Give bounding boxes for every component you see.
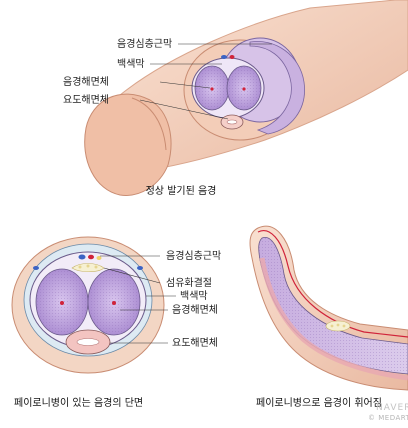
dorsal-artery-section bbox=[88, 254, 94, 260]
tube-band bbox=[249, 41, 305, 135]
artery-dot-left-top bbox=[210, 87, 214, 91]
glans bbox=[84, 93, 172, 196]
caption-bottom-right: 페이로니병으로 음경이 휘어짐 bbox=[256, 396, 382, 409]
plaque-nodule-3 bbox=[94, 265, 98, 269]
leader-cavernosum-top bbox=[159, 81, 211, 89]
label-muscle-layer-top: 음경심층근막 bbox=[117, 37, 172, 50]
side-vessel-right bbox=[137, 266, 143, 270]
leader-spongiosum-top bbox=[139, 99, 229, 120]
urethra-section bbox=[76, 338, 100, 346]
dorsal-nerve-section bbox=[96, 256, 102, 260]
label-muscle-layer-section: 음경심층근막 bbox=[166, 249, 221, 262]
urethra-top bbox=[226, 119, 238, 125]
label-cavernosum-top: 음경해면체 bbox=[63, 75, 109, 88]
bottom-left-cross-section: 음경심층근막 섬유화결절 백색막 음경해면체 요도해면체 페이로니병이 있는 음… bbox=[11, 236, 221, 409]
top-illustration: 음경심층근막 백색막 음경해면체 요도해면체 정상 발기된 음경 bbox=[63, 0, 408, 197]
curved-plaque-nodule-3 bbox=[342, 324, 346, 328]
watermark: NAVER © MEDART bbox=[368, 403, 408, 422]
artery-dot-right bbox=[112, 301, 116, 305]
plaque-nodule-2 bbox=[86, 264, 90, 268]
foreskin-ridge bbox=[131, 97, 167, 151]
curved-plaque-nodule-2 bbox=[336, 323, 340, 327]
label-spongiosum-top: 요도해면체 bbox=[63, 93, 109, 106]
leader-plaque-section bbox=[103, 267, 161, 284]
caption-top: 정상 발기된 음경 bbox=[146, 184, 217, 197]
label-spongiosum-section: 요도해면체 bbox=[172, 336, 218, 349]
caption-bottom-left: 페이로니병이 있는 음경의 단면 bbox=[14, 396, 143, 409]
watermark-sub: © MEDART bbox=[368, 414, 408, 422]
dorsal-vein-top bbox=[221, 55, 227, 59]
dorsal-artery-top bbox=[229, 55, 235, 59]
watermark-brand: NAVER bbox=[376, 403, 408, 413]
curved-urethra-band bbox=[259, 257, 408, 381]
label-plaque-section: 섬유화결절 bbox=[166, 276, 212, 289]
dorsal-vein-section bbox=[78, 254, 86, 260]
label-tunica-top: 백색막 bbox=[117, 58, 145, 70]
side-vessel-left bbox=[33, 266, 39, 270]
curved-shaft-texture bbox=[258, 237, 408, 374]
bottom-right-curvature: 페이로니병으로 음경이 휘어짐 bbox=[249, 225, 408, 409]
curved-plaque-nodule-1 bbox=[330, 324, 334, 328]
label-tunica-section: 백색막 bbox=[180, 290, 208, 302]
label-cavernosum-section: 음경해면체 bbox=[172, 303, 218, 316]
artery-dot-right-top bbox=[242, 87, 246, 91]
plaque-nodule-1 bbox=[78, 265, 82, 269]
artery-dot-left bbox=[60, 301, 64, 305]
